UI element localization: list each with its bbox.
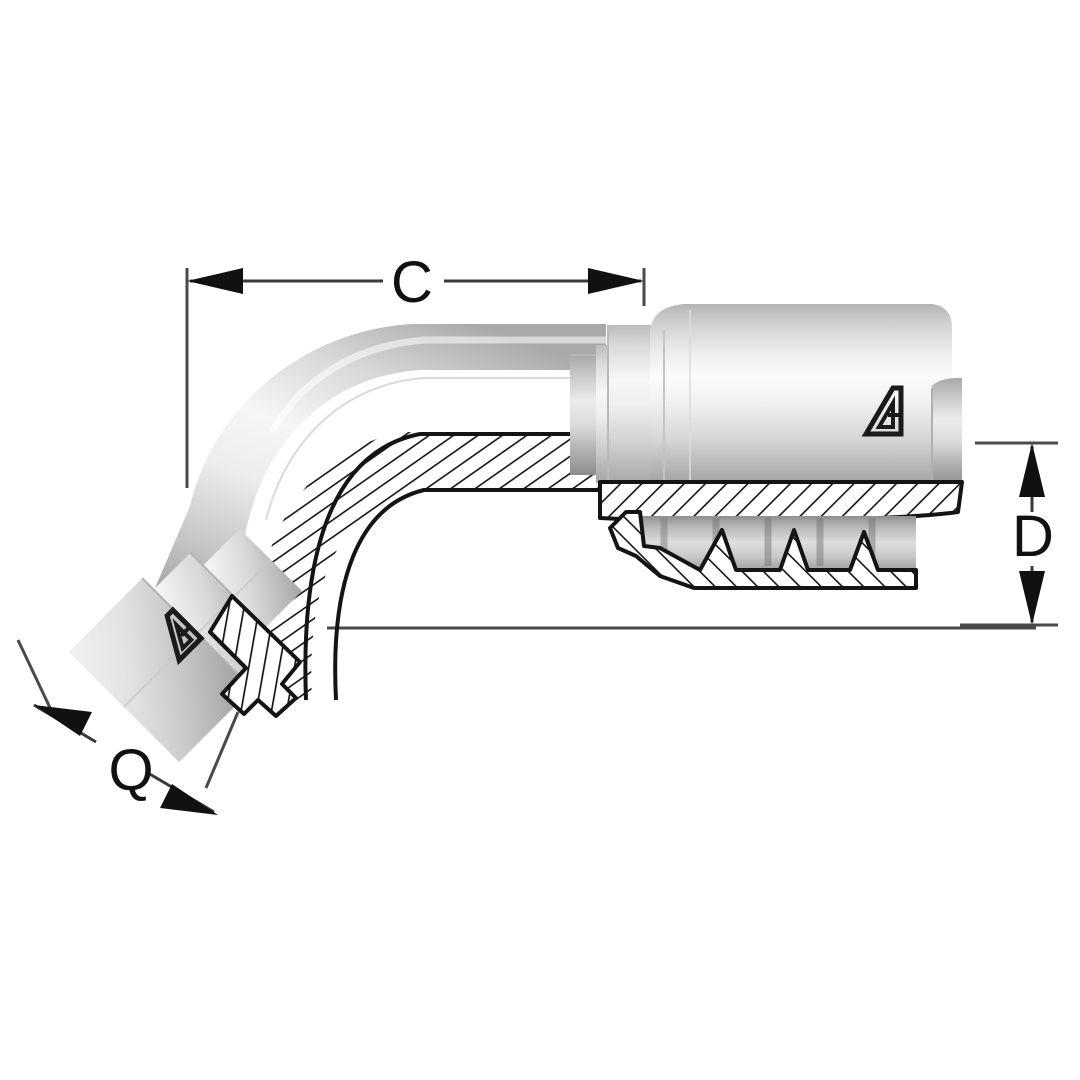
dimension-d-arrow-bottom bbox=[1019, 571, 1045, 625]
ferrule-wall-section bbox=[598, 480, 964, 523]
dimension-q: Q bbox=[16, 639, 240, 815]
dimension-q-arrow-lower bbox=[160, 784, 218, 815]
dimension-c: C bbox=[185, 250, 646, 488]
dimension-q-extension-lower bbox=[204, 711, 240, 789]
hose-stem bbox=[608, 510, 918, 590]
gates-logo-flange bbox=[164, 606, 205, 666]
dimension-q-extension-upper bbox=[16, 639, 54, 713]
dimension-d-label: D bbox=[1012, 504, 1054, 569]
dimension-d: D bbox=[960, 441, 1058, 627]
dimension-d-arrow-top bbox=[1019, 443, 1045, 497]
gates-logo-ferrule bbox=[861, 385, 904, 437]
dimension-q-arrow-upper bbox=[34, 705, 92, 736]
dimension-c-label: C bbox=[391, 250, 433, 315]
flange-section bbox=[208, 594, 302, 718]
dimension-q-label: Q bbox=[108, 738, 153, 803]
dimension-c-arrow-right bbox=[588, 268, 644, 294]
dimension-c-arrow-left bbox=[187, 268, 243, 294]
elbow-bend bbox=[150, 324, 606, 640]
ferrule bbox=[650, 304, 962, 486]
